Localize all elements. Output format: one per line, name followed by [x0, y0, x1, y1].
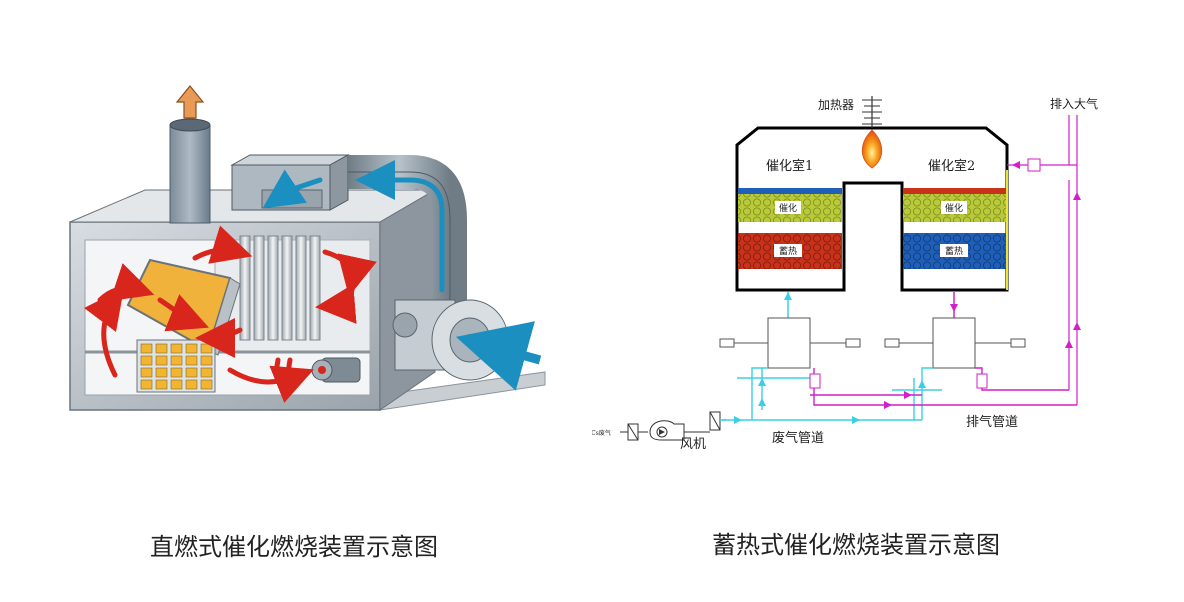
fan-icon	[649, 420, 685, 441]
riser-arrow-icon-2	[1073, 322, 1081, 330]
exhaust-stack	[169, 118, 211, 224]
chamber1-heat-label: 蓄热	[779, 245, 797, 257]
heater-burner	[862, 96, 882, 128]
regenerative-schematic: 催化 蓄热 催化 蓄热 催化室1 催化室2 加热器 排入大气	[581, 96, 1098, 452]
outlet-arrow-icon	[1012, 161, 1020, 169]
chamber1-top-strip	[738, 188, 842, 194]
burner-grid	[136, 339, 216, 393]
chamber2-catalyst-label: 催化	[945, 202, 963, 214]
top-duct	[230, 154, 350, 211]
chamber1-catalyst-label: 催化	[779, 202, 797, 214]
chamber2-heat-label: 蓄热	[945, 245, 963, 257]
heat-exchanger-tubes	[239, 235, 321, 341]
waste-gas-pipe-label: 废气管道	[772, 430, 824, 446]
secondary-riser-arrow-icon	[1065, 340, 1073, 348]
outlet-valve	[1027, 158, 1041, 172]
voc-input-label: VOCs废气	[592, 429, 611, 437]
inlet-up-arrow-icon	[758, 378, 766, 386]
waste-gas-pipes	[722, 367, 942, 421]
heater-label: 加热器	[818, 98, 854, 112]
exhaust-pipe-label: 排气管道	[966, 414, 1018, 430]
heater-flame-icon	[861, 129, 883, 169]
exhaust-atmosphere-label: 排入大气	[1050, 96, 1098, 111]
inlet-right-arrow-icon	[734, 416, 742, 424]
regenerative-diagram-panel: 催化 蓄热 催化 蓄热 催化室1 催化室2 加热器 排入大气	[581, 0, 1184, 602]
chamber2-down-arrow-icon	[950, 304, 958, 312]
left-caption: 直燃式催化燃烧装置示意图	[150, 533, 438, 561]
fan-inlet-arrow	[455, 321, 542, 391]
exhaust-pipes	[810, 367, 1077, 406]
valve-box-1	[719, 317, 861, 369]
exhaust-right-arrow-icon-2	[904, 391, 912, 399]
cold-gas-flow-arrows	[262, 160, 445, 293]
valve-box-2	[884, 317, 1026, 369]
blower-fan	[392, 299, 509, 381]
inlet-damper-2	[709, 411, 721, 431]
inlet-up-arrow-icon-3	[918, 380, 926, 388]
exhaust-right-arrow-icon	[884, 401, 892, 409]
exhaust-up-arrow-icon	[175, 85, 205, 119]
chamber1-label: 催化室1	[766, 158, 813, 174]
direct-fired-illustration	[69, 85, 546, 411]
chamber2-top-strip	[903, 188, 1006, 194]
right-caption: 蓄热式催化燃烧装置示意图	[712, 531, 1000, 559]
inlet-damper-1	[627, 423, 639, 441]
burner-motor	[311, 357, 361, 383]
inlet-right-arrow-icon-2	[852, 416, 860, 424]
chamber2-label: 催化室2	[928, 158, 975, 174]
inlet-up-arrow-icon-2	[758, 398, 766, 406]
hot-gas-flow-arrows	[84, 225, 377, 403]
exhaust-valve-1	[809, 373, 821, 389]
chamber1-up-arrow-icon	[784, 292, 792, 300]
exhaust-valve-2	[976, 373, 988, 389]
riser-arrow-icon	[1073, 192, 1081, 200]
direct-fired-diagram-panel: 直燃式催化燃烧装置示意图	[69, 85, 546, 561]
fan-label: 风机	[680, 437, 706, 452]
return-duct-outline	[348, 171, 451, 320]
